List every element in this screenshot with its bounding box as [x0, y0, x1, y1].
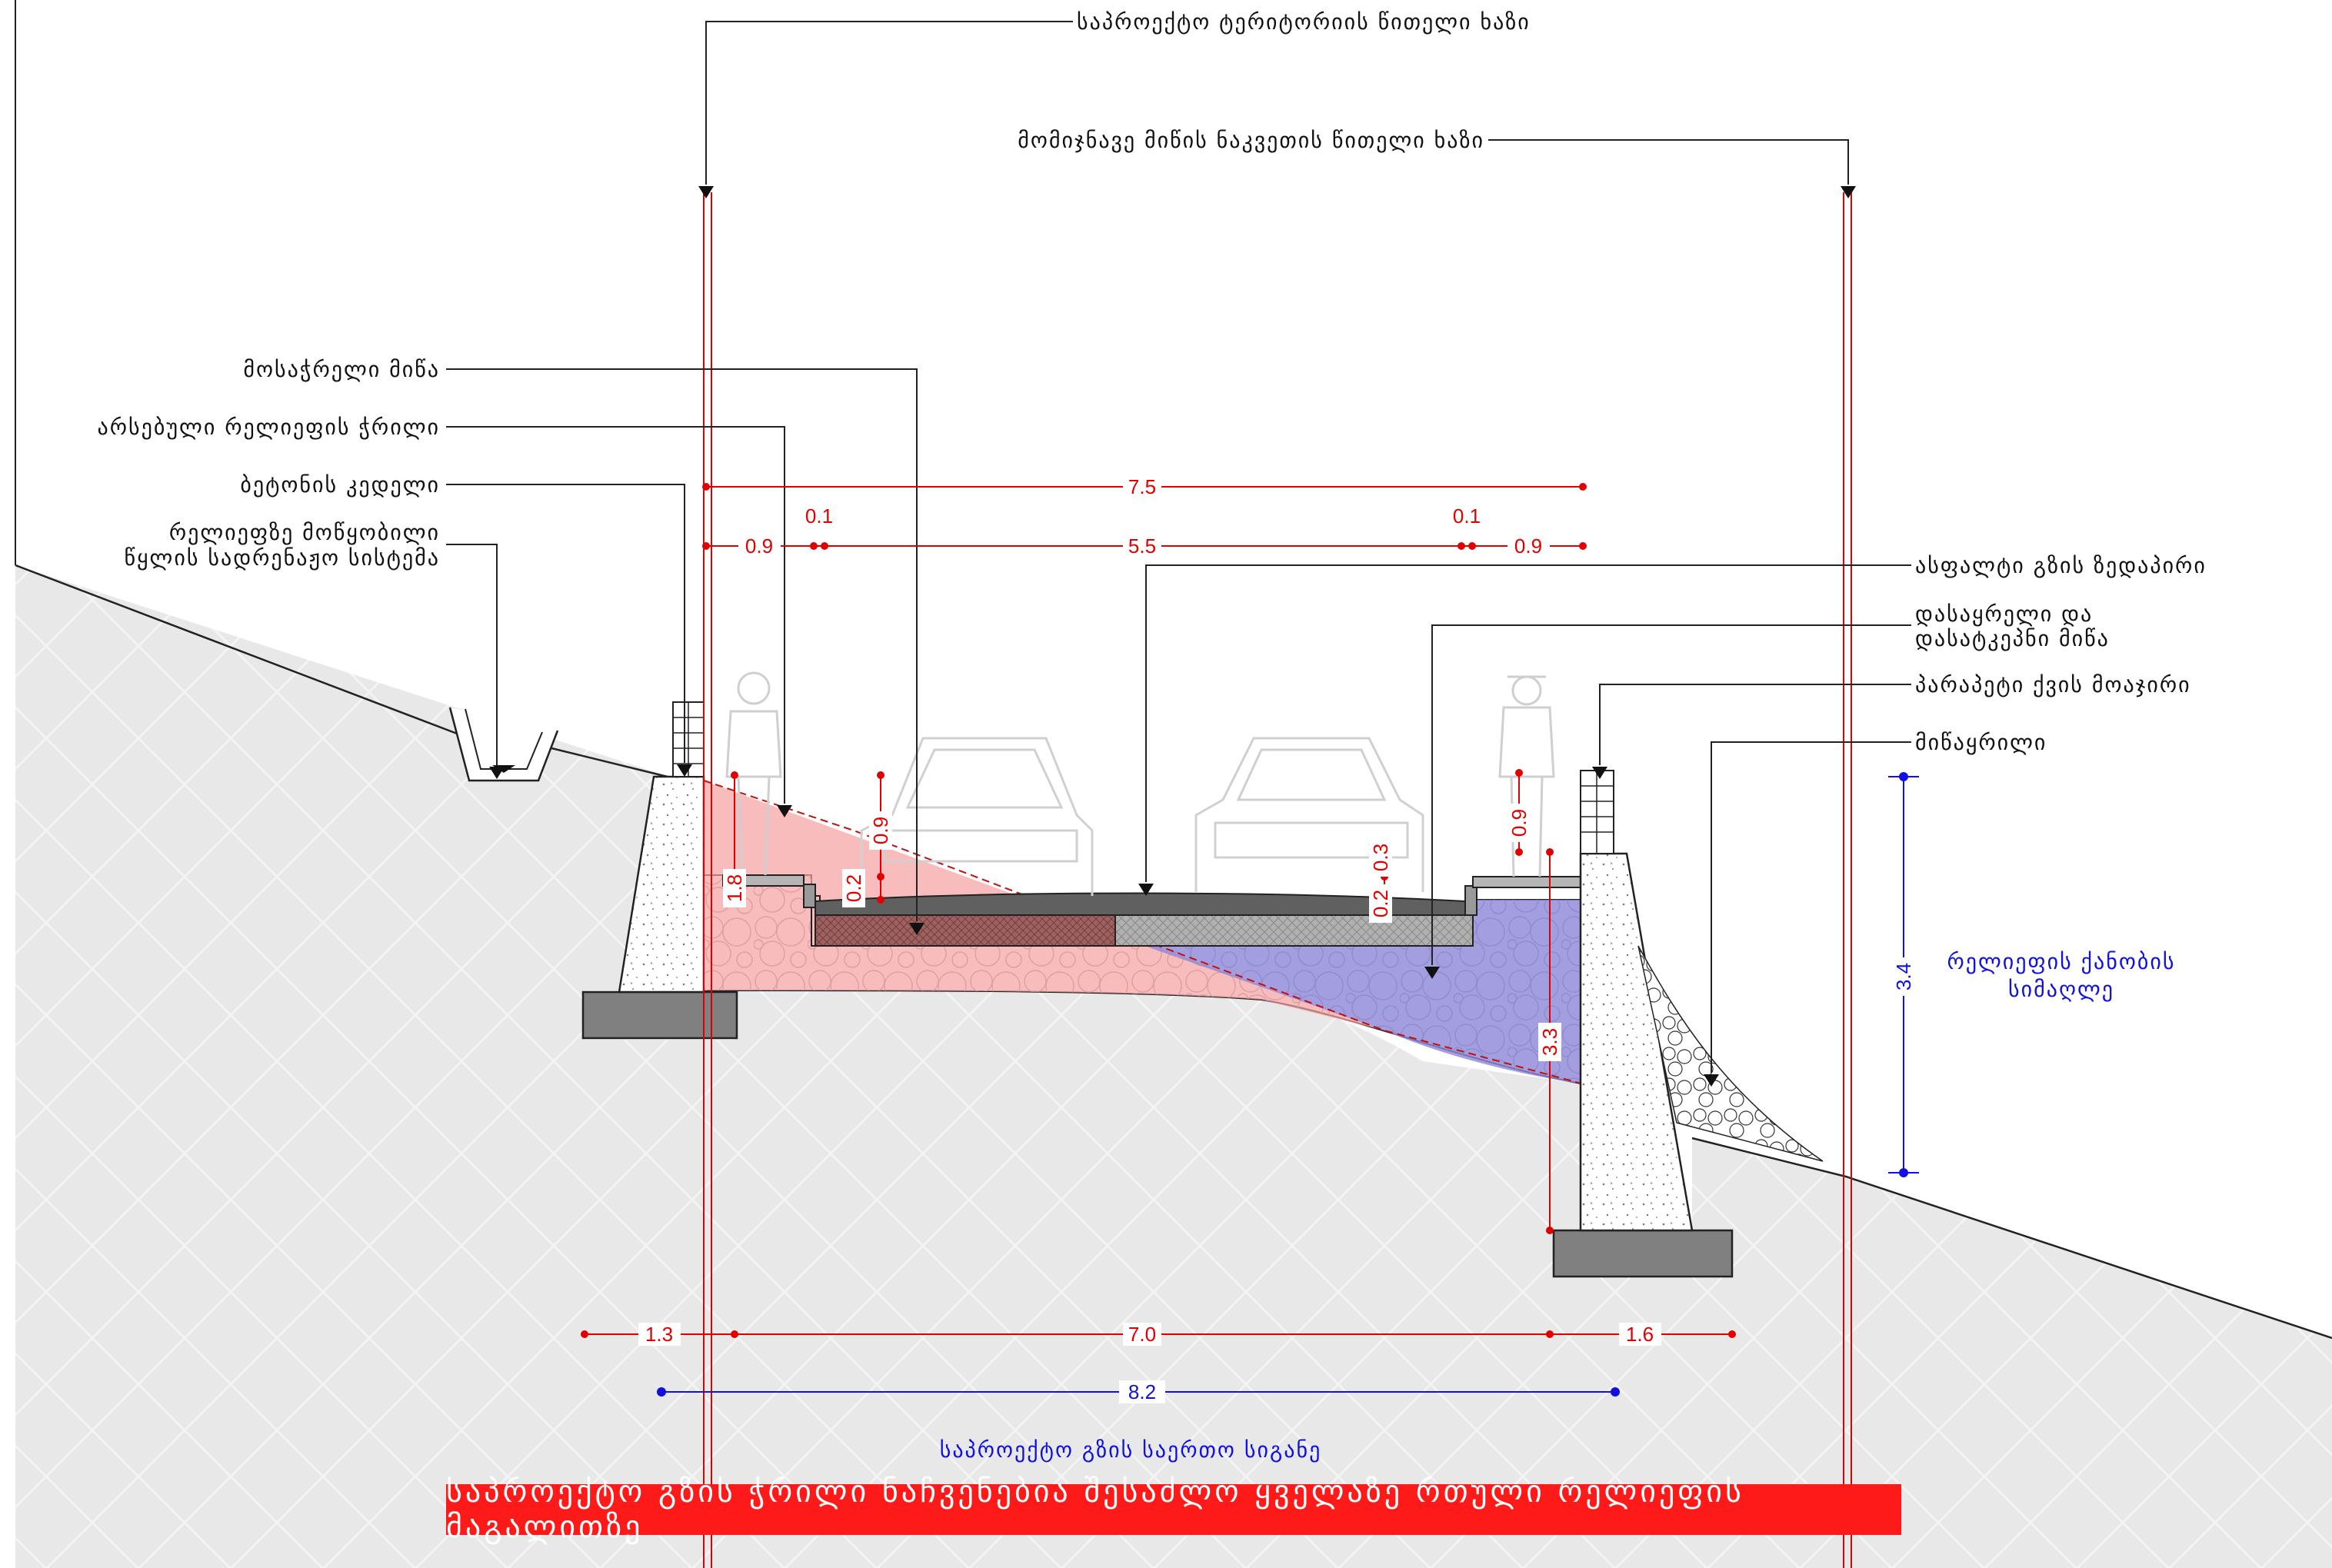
dim-bottom-right: 1.6	[1626, 1323, 1654, 1346]
note-banner-text: საპროექტო გზის ჭრილი ნაჩვენებია შესაძლო …	[446, 1474, 1744, 1545]
dim-carriageway: 5.5	[1128, 534, 1156, 558]
label-drainage-line2: წყლის სადრენაჟო სისტემა	[125, 545, 440, 571]
dim-bottom-middle: 7.0	[1128, 1323, 1156, 1346]
dim-curb-left: 0.1	[805, 504, 833, 528]
dim-curb-height-right: 0.2	[1369, 890, 1392, 917]
dim-bottom-left: 1.3	[645, 1323, 673, 1346]
label-drainage-line1: რელიეფზე მოწყობილი	[169, 520, 440, 545]
road-base-layer	[1114, 914, 1474, 947]
label-adjacent-red-line: მომიჯნავე მიწის ნაკვეთის წითელი ხაზი	[1018, 128, 1484, 153]
right-wall-footing	[1552, 1229, 1734, 1278]
dim-total-road-width: 8.2	[1128, 1380, 1156, 1403]
dim-left-fill-height: 1.8	[723, 874, 746, 902]
car-right	[1194, 737, 1424, 892]
right-sidewalk	[1472, 876, 1581, 888]
label-concrete-wall: ბეტონის კედელი	[240, 472, 440, 498]
dim-person-left: 0.9	[869, 817, 892, 844]
project-red-line	[703, 192, 712, 1568]
dim-top-total: 7.5	[1128, 475, 1156, 498]
dim-person-right: 0.9	[1507, 809, 1531, 837]
left-wall-footing	[581, 990, 738, 1040]
dim-right-wall-height: 3.3	[1538, 1028, 1561, 1056]
dim-asphalt-step: 0.3	[1369, 844, 1392, 871]
asphalt-surface	[815, 892, 1466, 916]
person-left	[725, 671, 782, 876]
drainage-channel	[448, 707, 559, 782]
label-total-width: საპროექტო გზის საერთო სიგანე	[940, 1437, 1322, 1463]
label-existing-relief-section: არსებული რელიეფის ჭრილი	[98, 414, 440, 440]
label-excavated-soil: მოსაჭრელი მიწა	[243, 357, 440, 382]
label-project-red-line: საპროექტო ტერიტორიის წითელი ხაზი	[1077, 9, 1531, 35]
terrain-ground	[15, 565, 2332, 1568]
label-embankment: მიწაყრილი	[1915, 730, 2047, 755]
dim-relief-height: 3.4	[1892, 963, 1915, 990]
label-parapet: პარაპეტი ქვის მოაჯირი	[1915, 672, 2191, 697]
dim-left-sidewalk: 0.9	[745, 534, 773, 558]
dim-curb-right: 0.1	[1453, 504, 1481, 528]
dim-curb-height-left: 0.2	[842, 874, 865, 902]
label-relief-height-line2: სიმაღლე	[2008, 977, 2114, 1002]
embankment-stones	[1637, 945, 1824, 1162]
label-fill-soil-line2: დასატკეპნი მიწა	[1915, 626, 2110, 651]
adjacent-red-line	[1843, 192, 1852, 1568]
label-asphalt-top: ასფალტი გზის ზედაპირი	[1915, 553, 2207, 578]
label-relief-height-line1: რელიეფის ქანობის	[1947, 949, 2176, 974]
dim-right-sidewalk: 0.9	[1514, 534, 1542, 558]
note-banner: საპროექტო გზის ჭრილი ნაჩვენებია შესაძლო …	[446, 1474, 1901, 1545]
label-fill-soil-line1: დასაყრელი და	[1915, 601, 2093, 627]
person-right	[1498, 675, 1555, 877]
